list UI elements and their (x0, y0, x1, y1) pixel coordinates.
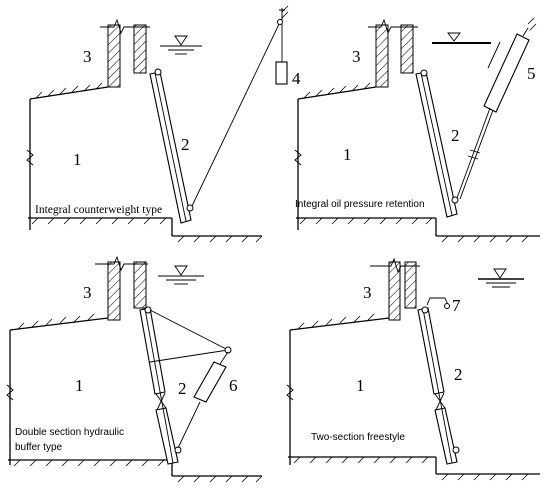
hinge-bottom (451, 196, 459, 204)
oil-cylinder (456, 17, 537, 200)
break-mark (95, 255, 148, 272)
hydraulic-buffer-linkage (149, 309, 232, 449)
water-level-symbol (478, 268, 524, 288)
culvert-roof (297, 86, 377, 230)
pier-left (107, 261, 121, 321)
floor-hatch (13, 459, 263, 483)
pier-left (107, 24, 121, 88)
hinge-bottom (186, 204, 194, 212)
label-3: 3 (363, 283, 372, 302)
culvert-roof (29, 86, 109, 230)
water-level-symbol (160, 35, 202, 55)
pier-right (400, 24, 414, 74)
label-2: 2 (454, 365, 463, 384)
pier-right (404, 261, 417, 309)
floor-hatch (293, 456, 529, 481)
left-break (294, 149, 302, 166)
panel-integral-oil-pressure: 3 1 2 5 Integral oil pressure retention (294, 17, 540, 243)
counterweight-rope (191, 21, 281, 207)
water-level-symbol (158, 265, 204, 285)
label-3: 3 (83, 283, 92, 302)
label-3: 3 (83, 47, 92, 66)
hinge-top (144, 306, 152, 314)
pier-left (375, 24, 389, 88)
break-mark (100, 18, 150, 35)
hinge-top (420, 69, 428, 77)
gate-lower-section (155, 407, 179, 465)
caption-line-1: Double section hydraulic (15, 427, 124, 438)
label-2: 2 (181, 135, 190, 154)
caption: Integral counterweight type (35, 204, 162, 216)
break-mark (368, 18, 418, 35)
pier-right (133, 261, 147, 309)
label-4: 4 (292, 69, 301, 88)
floor-hatch (299, 217, 529, 243)
floor-hatch (31, 217, 263, 243)
label-5: 5 (527, 64, 536, 83)
gate-lower-section (434, 407, 458, 465)
panel-two-section-freestyle: 3 1 2 7 Two-section freestyle (286, 257, 540, 481)
hinge-top (154, 68, 162, 76)
caption: Integral oil pressure retention (295, 199, 425, 210)
water-level-symbol (432, 32, 491, 44)
hinge-top (421, 306, 429, 314)
break-mark (370, 257, 420, 274)
panel-integral-counterweight: 3 1 2 4 Integral counterweight type (26, 5, 301, 243)
left-break (286, 384, 294, 401)
label-3: 3 (352, 47, 361, 66)
left-break (26, 149, 34, 166)
caption: Two-section freestyle (311, 432, 405, 443)
panel-double-section-hydraulic: 3 1 2 6 Double section hydraulic buffer … (6, 255, 263, 483)
label-2: 2 (178, 379, 187, 398)
hinge-bottom (452, 446, 460, 454)
pier-right (133, 24, 147, 74)
left-break (6, 384, 14, 401)
gate-joint (155, 392, 167, 411)
label-1: 1 (356, 376, 365, 395)
link-arm (426, 297, 449, 306)
label-2: 2 (451, 126, 460, 145)
label-7: 7 (452, 296, 461, 315)
label-6: 6 (229, 376, 238, 395)
caption-line-2: buffer type (15, 442, 63, 453)
label-1: 1 (73, 150, 82, 169)
label-1: 1 (75, 376, 84, 395)
counterweight-block (275, 61, 288, 85)
label-1: 1 (343, 145, 352, 164)
